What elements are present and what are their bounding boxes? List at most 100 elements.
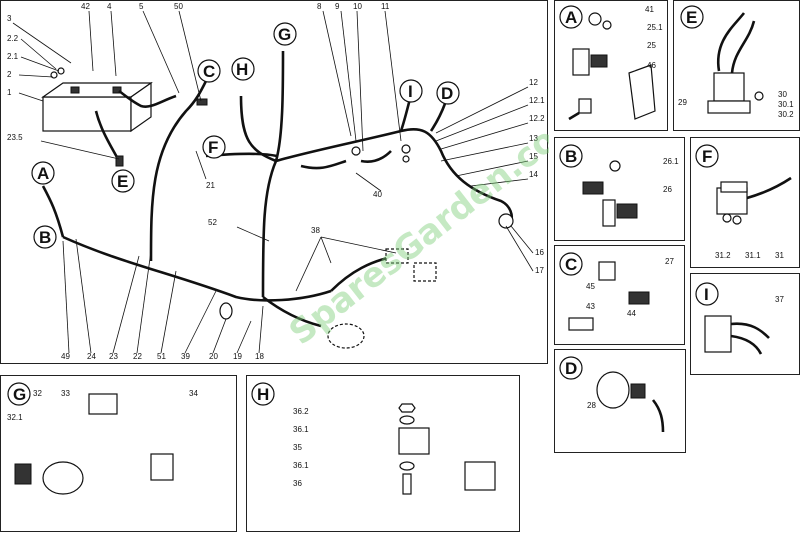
part-number: 30.2 bbox=[778, 110, 794, 119]
part-number: 29 bbox=[678, 98, 687, 107]
panel-F-diagram: F 31.2 31.1 31 bbox=[695, 144, 792, 260]
panel-C-diagram: C 27 45 43 44 bbox=[559, 252, 674, 331]
part-number: 40 bbox=[373, 190, 382, 199]
panel-D-diagram: D 28 bbox=[559, 356, 665, 433]
part-number: 16 bbox=[535, 248, 544, 257]
part-number: 23 bbox=[109, 352, 118, 361]
part-number: 23.5 bbox=[7, 133, 23, 142]
panel-I-diagram: I 37 bbox=[695, 282, 784, 355]
callout-D: D bbox=[436, 81, 460, 105]
panel-title: G bbox=[13, 385, 26, 404]
connectors bbox=[50, 67, 514, 349]
panel-B-diagram: B 26.1 26 bbox=[559, 144, 679, 227]
part-number: 30 bbox=[778, 90, 787, 99]
part-number: 37 bbox=[775, 295, 784, 304]
part-number: 3 bbox=[7, 14, 12, 23]
panel-title: H bbox=[257, 385, 269, 404]
part-number: 30.1 bbox=[778, 100, 794, 109]
panel-A-diagram: A 41 25.1 25 46 bbox=[559, 5, 663, 121]
part-number: 52 bbox=[208, 218, 217, 227]
callout-G: G bbox=[273, 22, 297, 46]
part-number: 32.1 bbox=[7, 413, 23, 422]
part-number: 43 bbox=[586, 302, 595, 311]
callout-F: F bbox=[202, 135, 226, 159]
part-number: 36.1 bbox=[293, 461, 309, 470]
part-number: 32 bbox=[33, 389, 42, 398]
panel-title: D bbox=[565, 359, 577, 378]
panel-E-diagram: E 29 30 30.1 30.2 bbox=[678, 5, 794, 119]
callout-label: G bbox=[278, 25, 291, 44]
part-number: 51 bbox=[157, 352, 166, 361]
panel-G: G 32 32.1 33 34 bbox=[0, 375, 237, 532]
part-number: 12 bbox=[529, 78, 538, 87]
panel-title: C bbox=[565, 255, 577, 274]
part-number: 22 bbox=[133, 352, 142, 361]
callout-B: B bbox=[33, 225, 57, 249]
main-harness bbox=[62, 235, 332, 302]
part-number: 11 bbox=[381, 2, 390, 11]
part-labels: 1 2 2.1 2.2 3 4 5 42 50 8 9 10 11 12 12.… bbox=[7, 2, 545, 361]
callout-label: B bbox=[39, 228, 51, 247]
part-number: 26 bbox=[663, 185, 672, 194]
panel-C: C 27 45 43 44 bbox=[554, 245, 685, 345]
part-number: 35 bbox=[293, 443, 302, 452]
part-number: 9 bbox=[335, 2, 340, 11]
part-number: 46 bbox=[647, 61, 656, 70]
part-number: 14 bbox=[529, 170, 538, 179]
part-number: 1 bbox=[7, 88, 12, 97]
panel-title: B bbox=[565, 147, 577, 166]
callout-label: D bbox=[441, 84, 453, 103]
part-number: 44 bbox=[627, 309, 636, 318]
callout-label: H bbox=[236, 60, 248, 79]
panel-I: I 37 bbox=[690, 273, 800, 375]
part-number: 12.2 bbox=[529, 114, 545, 123]
part-number: 25.1 bbox=[647, 23, 663, 32]
part-number: 36.1 bbox=[293, 425, 309, 434]
part-number: 24 bbox=[87, 352, 96, 361]
part-number: 50 bbox=[174, 2, 183, 11]
part-number: 31 bbox=[775, 251, 784, 260]
callout-E: E bbox=[111, 169, 135, 193]
main-wiring-panel: A B C D E F G H I 1 2 2.1 2.2 3 4 5 42 5… bbox=[0, 0, 549, 364]
callout-C: C bbox=[197, 59, 221, 83]
part-number: 31.2 bbox=[715, 251, 731, 260]
callout-H: H bbox=[231, 57, 255, 81]
part-number: 33 bbox=[61, 389, 70, 398]
part-number: 42 bbox=[81, 2, 90, 11]
panel-title: F bbox=[702, 147, 712, 166]
part-number: 17 bbox=[535, 266, 544, 275]
part-number: 2.1 bbox=[7, 52, 19, 61]
part-number: 10 bbox=[353, 2, 362, 11]
panel-H: H 36.2 36.1 35 36.1 36 bbox=[246, 375, 520, 532]
panel-title: E bbox=[686, 8, 697, 27]
panel-D: D 28 bbox=[554, 349, 686, 453]
panel-F: F 31.2 31.1 31 bbox=[690, 137, 800, 268]
part-number: 2 bbox=[7, 70, 12, 79]
part-number: 31.1 bbox=[745, 251, 761, 260]
part-number: 4 bbox=[107, 2, 112, 11]
part-number: 45 bbox=[586, 282, 595, 291]
part-number: 36.2 bbox=[293, 407, 309, 416]
part-number: 25 bbox=[647, 41, 656, 50]
part-number: 15 bbox=[529, 152, 538, 161]
part-number: 28 bbox=[587, 401, 596, 410]
part-number: 19 bbox=[233, 352, 242, 361]
part-number: 21 bbox=[206, 181, 215, 190]
part-number: 49 bbox=[61, 352, 70, 361]
battery bbox=[41, 81, 153, 133]
part-number: 5 bbox=[139, 2, 144, 11]
part-number: 18 bbox=[255, 352, 264, 361]
part-number: 13 bbox=[529, 134, 538, 143]
panel-title: I bbox=[704, 285, 709, 304]
panel-G-diagram: G 32 32.1 33 34 bbox=[7, 382, 198, 495]
panel-E: E 29 30 30.1 30.2 bbox=[673, 0, 800, 131]
main-wiring-diagram: A B C D E F G H I 1 2 2.1 2.2 3 4 5 42 5… bbox=[7, 2, 549, 361]
callout-I: I bbox=[399, 79, 423, 103]
callout-A: A bbox=[31, 161, 55, 185]
callout-label: E bbox=[117, 172, 128, 191]
callout-label: I bbox=[408, 82, 413, 101]
panel-B: B 26.1 26 bbox=[554, 137, 685, 241]
part-number: 12.1 bbox=[529, 96, 545, 105]
part-number: 39 bbox=[181, 352, 190, 361]
part-number: 20 bbox=[209, 352, 218, 361]
